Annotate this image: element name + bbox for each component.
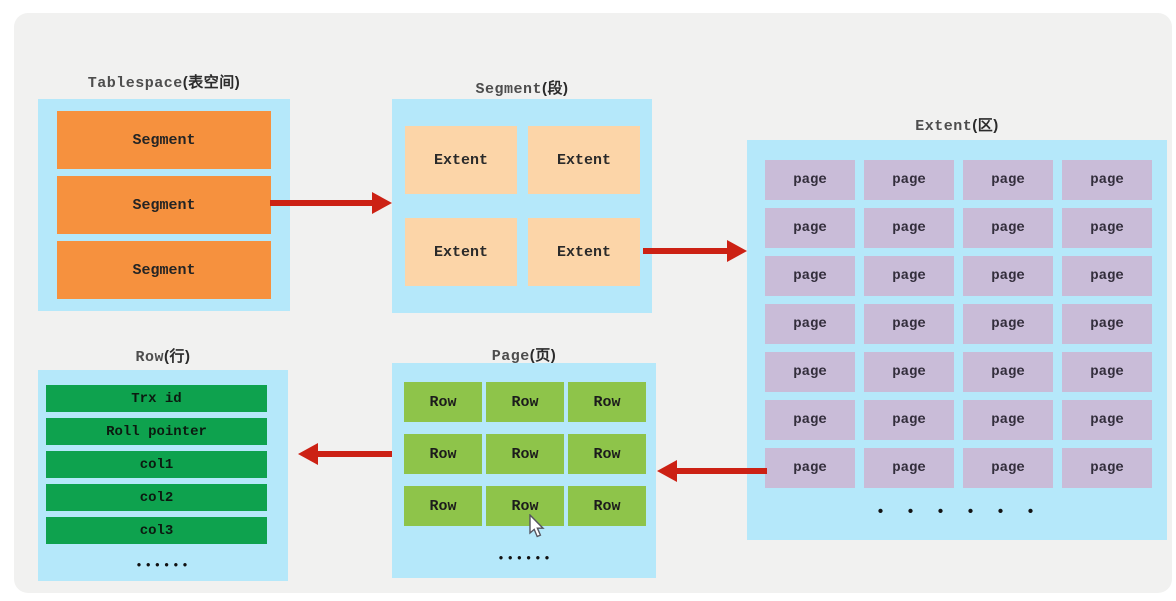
segment-title: Segment(段) <box>392 77 652 98</box>
page-box: page <box>1062 160 1152 200</box>
page-title: Page(页) <box>392 344 656 365</box>
arrow-head-right <box>372 192 392 214</box>
row-title: Row(行) <box>38 345 288 366</box>
page-box: page <box>1062 352 1152 392</box>
arrow-page-to-row-icon <box>298 443 392 465</box>
page-box: page <box>864 448 954 488</box>
segment-title-zh: (段) <box>542 80 569 97</box>
page-box: page <box>864 256 954 296</box>
arrow-tablespace-to-segment-icon <box>270 192 392 214</box>
page-box: page <box>963 256 1053 296</box>
row-box: Row <box>404 434 482 474</box>
row-box: Row <box>568 434 646 474</box>
arrow-shaft <box>270 200 372 206</box>
segment-box: Segment <box>57 241 271 299</box>
page-box: page <box>1062 400 1152 440</box>
arrow-shaft <box>318 451 392 457</box>
page-ellipsis: •••••• <box>497 552 553 566</box>
row-field-col1: col1 <box>46 451 267 478</box>
row-field-col2: col2 <box>46 484 267 511</box>
segment-container: Extent Extent Extent Extent <box>392 99 652 313</box>
page-box: page <box>963 208 1053 248</box>
row-container: Trx id Roll pointer col1 col2 col3 •••••… <box>38 370 288 581</box>
tablespace-title-zh: (表空间) <box>182 74 241 91</box>
page-box: page <box>1062 208 1152 248</box>
row-field-col3: col3 <box>46 517 267 544</box>
segment-box: Segment <box>57 111 271 169</box>
tablespace-title: Tablespace(表空间) <box>38 71 290 92</box>
extent-ellipsis: • • • • • • <box>875 504 1042 521</box>
row-box: Row <box>568 486 646 526</box>
page-box: page <box>765 208 855 248</box>
row-box: Row <box>486 434 564 474</box>
page-title-en: Page <box>491 348 530 365</box>
page-box: page <box>765 304 855 344</box>
row-box: Row <box>404 486 482 526</box>
extent-box: Extent <box>528 126 640 194</box>
arrow-head-right <box>727 240 747 262</box>
page-box: page <box>765 352 855 392</box>
page-box: page <box>963 448 1053 488</box>
page-box: page <box>963 352 1053 392</box>
segment-box: Segment <box>57 176 271 234</box>
page-title-zh: (页) <box>529 347 557 364</box>
page-box: page <box>765 160 855 200</box>
row-grid: Row Row Row Row Row Row Row Row Row <box>404 382 646 526</box>
page-container: Row Row Row Row Row Row Row Row Row ••••… <box>392 363 656 578</box>
page-box: page <box>864 304 954 344</box>
row-box: Row <box>486 486 564 526</box>
extent-title: Extent(区) <box>747 114 1167 135</box>
page-box: page <box>864 352 954 392</box>
extent-box: Extent <box>405 218 517 286</box>
page-box: page <box>1062 304 1152 344</box>
extent-box: Extent <box>405 126 517 194</box>
page-box: page <box>765 448 855 488</box>
arrow-extent-to-page-icon <box>657 460 767 482</box>
row-title-en: Row <box>135 349 164 366</box>
arrow-segment-to-extent-icon <box>643 240 747 262</box>
row-field-roll-pointer: Roll pointer <box>46 418 267 445</box>
extent-title-zh: (区) <box>972 117 999 134</box>
mouse-cursor-icon <box>529 514 545 538</box>
arrow-head-left <box>657 460 677 482</box>
extent-container: page page page page page page page page … <box>747 140 1167 540</box>
tablespace-container: Segment Segment Segment <box>38 99 290 311</box>
page-box: page <box>1062 256 1152 296</box>
row-box: Row <box>568 382 646 422</box>
tablespace-title-en: Tablespace <box>87 75 183 92</box>
page-box: page <box>864 208 954 248</box>
arrow-shaft <box>643 248 727 254</box>
slide-panel: Tablespace(表空间) Segment Segment Segment … <box>14 13 1172 593</box>
arrow-shaft <box>677 468 767 474</box>
row-box: Row <box>486 382 564 422</box>
row-box: Row <box>404 382 482 422</box>
extent-title-en: Extent <box>915 118 973 135</box>
page-box: page <box>963 160 1053 200</box>
row-ellipsis: •••••• <box>135 559 191 573</box>
page-box: page <box>765 400 855 440</box>
row-field-trx-id: Trx id <box>46 385 267 412</box>
page-grid: page page page page page page page page … <box>765 160 1152 488</box>
segment-title-en: Segment <box>475 81 542 98</box>
page-box: page <box>1062 448 1152 488</box>
page-box: page <box>864 160 954 200</box>
arrow-head-left <box>298 443 318 465</box>
extent-box: Extent <box>528 218 640 286</box>
page-box: page <box>765 256 855 296</box>
page-box: page <box>963 400 1053 440</box>
page-box: page <box>864 400 954 440</box>
row-title-zh: (行) <box>164 348 191 365</box>
page-box: page <box>963 304 1053 344</box>
